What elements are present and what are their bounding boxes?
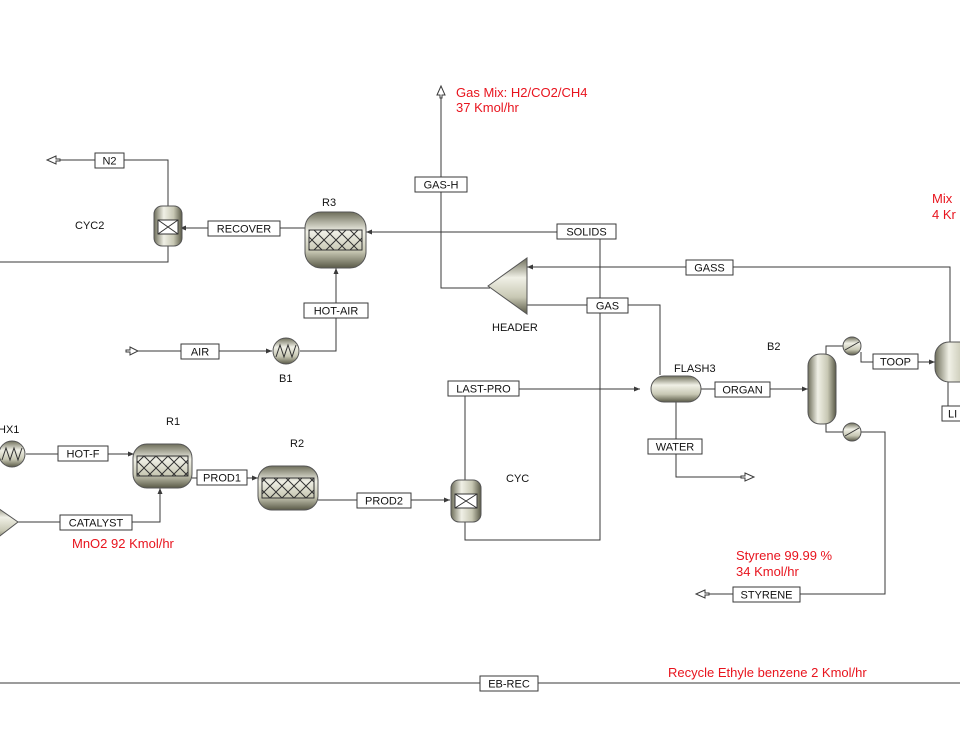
note-styrene-line2: 34 Kmol/hr bbox=[736, 564, 800, 579]
note-recycle: Recycle Ethyle benzene 2 Kmol/hr bbox=[668, 665, 867, 680]
cyclone-cyc[interactable] bbox=[450, 479, 482, 523]
stream-label: SOLIDS bbox=[566, 227, 606, 239]
stream-tag-hot-f[interactable]: HOT-F bbox=[57, 445, 109, 462]
note-gas-mix-line1: Gas Mix: H2/CO2/CH4 bbox=[456, 85, 587, 100]
distillation-column-b2[interactable] bbox=[807, 336, 862, 442]
stream-label: PROD2 bbox=[365, 496, 403, 508]
stream-tag-toop[interactable]: TOOP bbox=[872, 353, 919, 370]
note-gas-mix-line2: 37 Kmol/hr bbox=[456, 100, 520, 115]
unit-label-b2: B2 bbox=[767, 341, 780, 353]
unit-label-r3: R3 bbox=[322, 197, 336, 209]
unit-labels: CYC2 R3 HEADER B1 FLASH3 B2 HX1 R1 R2 CY… bbox=[0, 197, 780, 485]
stream-label: GAS bbox=[596, 301, 619, 313]
reactor-r3[interactable] bbox=[304, 211, 367, 269]
note-mix-line1: Mix bbox=[932, 191, 953, 206]
stream-tag-gass[interactable]: GASS bbox=[685, 259, 734, 276]
arrow-heads bbox=[45, 84, 935, 599]
unit-label-r1: R1 bbox=[166, 416, 180, 428]
stream-label: LI bbox=[948, 409, 957, 421]
stream-tag-gas[interactable]: GAS bbox=[586, 297, 629, 314]
stream-tag-eb-rec[interactable]: EB-REC bbox=[479, 675, 539, 692]
note-mix-line2: 4 Kr bbox=[932, 207, 957, 222]
catalyst-mixer[interactable] bbox=[0, 504, 19, 542]
stream-tag-water[interactable]: WATER bbox=[647, 438, 703, 455]
arrow-right-icon bbox=[125, 346, 140, 356]
unit-label-header: HEADER bbox=[492, 322, 538, 334]
arrow-left-icon bbox=[694, 589, 710, 599]
stream-tag-organ[interactable]: ORGAN bbox=[714, 381, 771, 398]
stream-label: PROD1 bbox=[203, 473, 241, 485]
unit-label-r2: R2 bbox=[290, 438, 304, 450]
stream-label: STYRENE bbox=[741, 590, 793, 602]
stream-tag-prod2[interactable]: PROD2 bbox=[356, 492, 412, 509]
stream-tag-prod1[interactable]: PROD1 bbox=[196, 469, 248, 486]
unit-label-cyc: CYC bbox=[506, 473, 529, 485]
stream-tag-catalyst[interactable]: CATALYST bbox=[59, 514, 133, 531]
stream-label: ORGAN bbox=[722, 385, 762, 397]
stream-label: TOOP bbox=[880, 357, 911, 369]
stream-label: HOT-AIR bbox=[314, 306, 359, 318]
reactor-r2[interactable] bbox=[257, 465, 319, 511]
stream-label: GAS-H bbox=[424, 180, 459, 192]
flash-drum-flash3[interactable] bbox=[650, 375, 702, 403]
unit-label-b1: B1 bbox=[279, 373, 292, 385]
stream-label: RECOVER bbox=[217, 224, 271, 236]
stream-tag-hot-air[interactable]: HOT-AIR bbox=[303, 302, 369, 319]
stream-label: N2 bbox=[102, 156, 116, 168]
stream-tag-last-pro[interactable]: LAST-PRO bbox=[447, 380, 520, 397]
stream-tag-li[interactable]: LI bbox=[941, 405, 960, 422]
stream-tag-styrene[interactable]: STYRENE bbox=[732, 586, 801, 603]
note-styrene-line1: Styrene 99.99 % bbox=[736, 548, 833, 563]
stream-tag-solids[interactable]: SOLIDS bbox=[556, 223, 617, 240]
stream-tag-n2[interactable]: N2 bbox=[94, 152, 125, 169]
stream-label: AIR bbox=[191, 347, 209, 359]
unit-label-flash3: FLASH3 bbox=[674, 363, 716, 375]
reactor-r1[interactable] bbox=[132, 443, 193, 489]
stream-label: CATALYST bbox=[69, 518, 124, 530]
arrow-left-icon bbox=[45, 155, 61, 165]
cyclone-cyc2[interactable] bbox=[153, 205, 183, 247]
compressor-header[interactable] bbox=[487, 257, 528, 315]
heat-exchanger-hx1[interactable] bbox=[0, 440, 26, 468]
annotations: Gas Mix: H2/CO2/CH4 37 Kmol/hr Mix 4 Kr … bbox=[72, 85, 957, 680]
arrow-up-icon bbox=[436, 84, 446, 99]
unit-label-cyc2: CYC2 bbox=[75, 220, 104, 232]
note-mno2: MnO2 92 Kmol/hr bbox=[72, 536, 175, 551]
stream-tag-recover[interactable]: RECOVER bbox=[207, 220, 281, 237]
unit-label-hx1: HX1 bbox=[0, 424, 19, 436]
stream-tag-gas-h[interactable]: GAS-H bbox=[414, 176, 468, 193]
stream-label: EB-REC bbox=[488, 679, 530, 691]
stream-label: HOT-F bbox=[67, 449, 100, 461]
arrow-right-icon bbox=[740, 472, 756, 482]
stream-label: WATER bbox=[656, 442, 695, 454]
stream-tag-air[interactable]: AIR bbox=[180, 343, 220, 360]
heater-b1[interactable] bbox=[272, 337, 300, 365]
stream-label: LAST-PRO bbox=[456, 384, 511, 396]
stream-label: GASS bbox=[694, 263, 725, 275]
decanter-vessel[interactable] bbox=[934, 341, 960, 383]
